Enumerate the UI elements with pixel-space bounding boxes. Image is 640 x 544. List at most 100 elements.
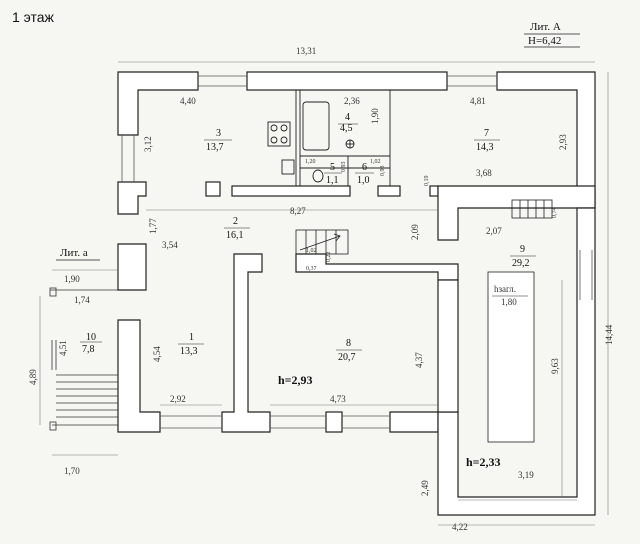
dim-r4-width: 2,36 [344, 96, 360, 106]
room-area: 29,2 [512, 258, 530, 269]
room-area: 20,7 [338, 352, 356, 363]
room-number: 10 [86, 332, 96, 343]
room-area: 13,3 [180, 346, 198, 357]
wall-left-mid [117, 243, 147, 291]
room-7: 7 14,3 [476, 128, 494, 153]
room-9: 9 29,2 [512, 244, 530, 269]
wall-r2-r8 [295, 253, 459, 281]
room-10: 10 7,8 [82, 332, 96, 355]
dim-r9-stair: 2,07 [486, 226, 502, 236]
dim-r3-depth: 3,12 [143, 136, 153, 152]
room-6: 6 1,0 [357, 162, 370, 186]
room-number: 3 [216, 128, 221, 139]
room-3: 3 13,7 [206, 128, 224, 153]
room-number: 4 [345, 112, 350, 123]
room-8: 8 20,7 [338, 338, 356, 363]
pit-value: 1,80 [501, 297, 517, 307]
room-area: 14,3 [476, 142, 494, 153]
dim-r9-top: 3,68 [476, 168, 492, 178]
room-4: 4 4,5 [340, 112, 353, 134]
room-number: 6 [362, 162, 367, 173]
lit-ext-label: Лит. а [60, 247, 88, 259]
dim-top: 13,31 [296, 46, 316, 56]
room-area: 1,0 [357, 175, 370, 186]
pit-label: hзагл. [494, 284, 516, 294]
height-room9: h=2,33 [466, 455, 501, 469]
lit-main-height: Н=6,42 [528, 35, 561, 47]
dim-stair-a: 1,02 [306, 248, 317, 254]
dim-r9-a: 0,74 [552, 208, 558, 219]
wall-r3-corridor-b [231, 185, 351, 197]
dim-r9-b: 0,19 [424, 176, 430, 187]
dim-r7-width: 4,81 [470, 96, 486, 106]
dim-r10-depth: 4,51 [58, 340, 68, 356]
dim-r5-w: 1,20 [305, 159, 316, 165]
stair-corridor [295, 229, 349, 255]
wall-left-upper [117, 181, 147, 215]
dim-r3-width: 4,40 [180, 96, 196, 106]
room-number: 5 [330, 162, 335, 173]
dim-stair-b: 0,37 [306, 266, 317, 272]
stove [267, 121, 291, 147]
room-number: 7 [484, 128, 489, 139]
room-area: 16,1 [226, 230, 244, 241]
walls [117, 71, 596, 516]
dim-r6-w: 1,02 [370, 159, 381, 165]
extension [49, 287, 118, 431]
dim-stair-c: 0,22 [326, 252, 332, 263]
room-2: 2 16,1 [226, 216, 244, 241]
wall-r7-corridor [429, 185, 439, 197]
wall-r8-r9 [437, 279, 459, 413]
room-1: 1 13,3 [180, 332, 198, 357]
wall-left-room1 [117, 319, 161, 433]
dim-r9-len: 9,63 [550, 358, 560, 374]
wall-r1-r8 [221, 253, 271, 433]
dim-corr-len: 8,27 [290, 206, 306, 216]
bathroom-block [267, 90, 391, 186]
lit-main-label: Лит. А [530, 21, 561, 33]
dim-r9-bottom: 3,19 [518, 470, 534, 480]
dim-ext-mid: 1,74 [74, 295, 90, 305]
height-main: h=2,93 [278, 373, 313, 387]
room-area: 1,1 [326, 175, 339, 186]
label-rules [80, 123, 536, 351]
dim-r1-depth: 4,54 [152, 346, 162, 362]
dim-corr-x: 3,54 [162, 240, 178, 250]
dim-ext-top: 1,90 [64, 274, 80, 284]
wall-r8-bottom-mid [325, 411, 343, 433]
room-5: 5 1,1 [326, 162, 339, 186]
wall-r8-bottom-right [389, 411, 439, 433]
room-number: 9 [520, 244, 525, 255]
dim-r1-width: 2,92 [170, 394, 186, 404]
room-number: 8 [346, 338, 351, 349]
dim-r2-step: 2,09 [410, 224, 420, 240]
room-area: 7,8 [82, 344, 95, 355]
wall-r6-corridor [377, 185, 401, 197]
dimension-lines [39, 61, 609, 526]
dim-bottom-right: 4,22 [452, 522, 468, 532]
dim-ext-height: 4,89 [28, 369, 38, 385]
wall-r3-corridor-a [205, 181, 221, 197]
dim-r9-low: 2,49 [420, 480, 430, 496]
dim-corr-d: 1,77 [148, 218, 158, 234]
dim-r8-width: 4,73 [330, 394, 346, 404]
toilet [312, 169, 324, 183]
wall-top-left [117, 71, 199, 136]
bathtub [302, 101, 330, 151]
dim-r4-depth: 1,90 [370, 108, 380, 124]
wall-r9-upper [437, 185, 596, 241]
room-number: 2 [233, 216, 238, 227]
room-number: 1 [189, 332, 194, 343]
room-area: 4,5 [340, 123, 353, 134]
dim-right: 14,44 [604, 324, 614, 345]
pit-outline [487, 271, 535, 443]
dim-r7-depth: 2,93 [558, 134, 568, 150]
dim-r6-d: 0,93 [380, 166, 386, 177]
dim-r5-d: 0,93 [341, 162, 347, 173]
windows [121, 75, 593, 429]
floor-title: 1 этаж [12, 9, 55, 25]
dim-r8-depth: 4,37 [414, 352, 424, 368]
stair-room9 [511, 199, 553, 219]
wall-top-mid [246, 71, 448, 91]
